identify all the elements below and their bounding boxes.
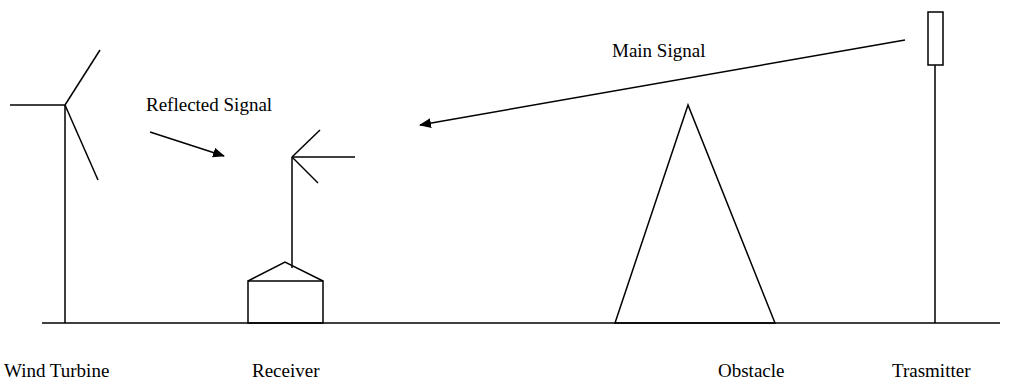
main-signal-arrow: [420, 40, 905, 125]
part-label: Trasmitter: [892, 360, 970, 382]
part-label: Receiver: [252, 360, 320, 382]
reflected-signal-arrow: [150, 132, 224, 156]
signal-label: Main Signal: [612, 40, 705, 62]
part-label: Wind Turbine: [4, 360, 109, 382]
signal-label: Reflected Signal: [146, 94, 272, 116]
ground-line: [42, 322, 1000, 324]
receiver-house: [248, 130, 355, 323]
transmitter-mast: [928, 12, 943, 323]
part-label: Obstacle: [718, 360, 784, 382]
wind-turbine: [10, 50, 100, 323]
obstacle-triangle: [615, 105, 775, 323]
